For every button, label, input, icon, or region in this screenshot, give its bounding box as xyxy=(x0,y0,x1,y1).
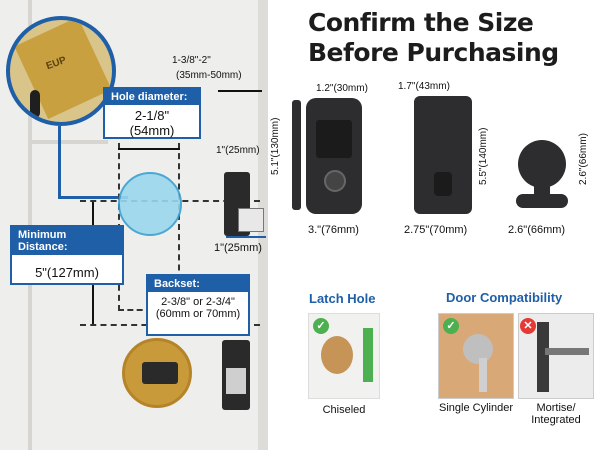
mortise-caption-line-1: Mortise/ xyxy=(536,402,576,414)
latch-closeup xyxy=(14,20,112,120)
min-distance-value: 5"(127mm) xyxy=(35,265,99,280)
interior-height-dim: 5.5"(140mm) xyxy=(478,127,489,185)
bore-hole xyxy=(118,172,182,236)
knob-neck xyxy=(534,186,550,196)
chiseled-edge xyxy=(363,328,373,382)
backset-value-mm: (60mm or 70mm) xyxy=(155,308,241,320)
keypad-depth-dim: 1.2"(30mm) xyxy=(316,83,368,94)
interior-width-dim: 2.75"(70mm) xyxy=(404,224,468,236)
check-icon: ✓ xyxy=(313,318,329,334)
cross-icon: ✕ xyxy=(520,318,536,334)
keypad-buttons[interactable] xyxy=(316,120,352,158)
key-cylinder xyxy=(324,170,346,192)
leader-line xyxy=(58,196,128,199)
latch-height-dim: 1"(25mm) xyxy=(216,145,260,156)
knob xyxy=(518,140,566,188)
key xyxy=(479,358,487,392)
check-icon: ✓ xyxy=(443,318,459,334)
latch-slot xyxy=(30,90,40,118)
knob-width-dim: 2.6"(66mm) xyxy=(508,224,566,236)
knob-height-dim: 2.6"(66mm) xyxy=(578,133,589,185)
thumb-turn[interactable] xyxy=(434,172,452,196)
hole-diameter-label: Hole diameter: xyxy=(105,89,199,105)
latch-bolt xyxy=(238,208,264,232)
knob-rose xyxy=(516,194,568,208)
door-thickness-dim: 1-3/8"-2" xyxy=(172,55,211,66)
keypad-width-dim: 3."(76mm) xyxy=(308,224,359,236)
backset-value: 2-3/8" or 2-3/4" xyxy=(161,296,235,308)
magnifier-lens-icon: EUP xyxy=(6,16,116,126)
latch-width-dim: 1"(25mm) xyxy=(214,242,262,254)
latch-hole-title: Latch Hole xyxy=(309,291,376,306)
page-title-line-1: Confirm the Size xyxy=(308,8,534,37)
leader-line xyxy=(58,126,61,198)
interior-depth-dim: 1.7"(43mm) xyxy=(398,81,450,92)
lever-handle xyxy=(545,348,589,355)
hole-diameter-value: 2-1/8" xyxy=(134,108,170,123)
keypad-height-dim: 5.1"(130mm) xyxy=(270,117,281,175)
door-thickness-dim-mm: (35mm-50mm) xyxy=(176,70,242,81)
mortise-plate xyxy=(537,322,549,392)
backset-callout: Backset: 2-3/8" or 2-3/4" (60mm or 70mm) xyxy=(146,274,250,336)
latch-hole-caption: Chiseled xyxy=(322,404,366,416)
min-distance-label: Minimum Distance: xyxy=(12,227,122,255)
latch-width-arrow xyxy=(226,236,266,238)
single-cylinder-caption: Single Cylinder xyxy=(439,402,513,414)
installed-lock-rose xyxy=(122,338,192,408)
cylinder-lock xyxy=(463,334,493,364)
door-panel-groove xyxy=(28,140,108,144)
door-compat-title: Door Compatibility xyxy=(446,290,563,305)
installed-lock-latch xyxy=(142,362,178,384)
keypad-front xyxy=(306,98,362,214)
keypad-side-profile xyxy=(292,100,301,210)
hole-diameter-callout: Hole diameter: 2-1/8" (54mm) xyxy=(103,87,201,139)
thickness-arrow xyxy=(218,90,262,92)
chiseled-hole xyxy=(321,336,353,374)
min-distance-callout: Minimum Distance: 5"(127mm) xyxy=(10,225,124,285)
mortise-caption-line-2: Integrated xyxy=(531,414,581,426)
interior-assembly xyxy=(414,96,472,214)
page-title-line-2: Before Purchasing xyxy=(308,38,559,67)
backset-label: Backset: xyxy=(148,276,248,292)
hole-diameter-value-mm: (54mm) xyxy=(129,123,175,138)
diameter-arrow xyxy=(118,148,180,150)
strike-bolt xyxy=(226,368,246,394)
